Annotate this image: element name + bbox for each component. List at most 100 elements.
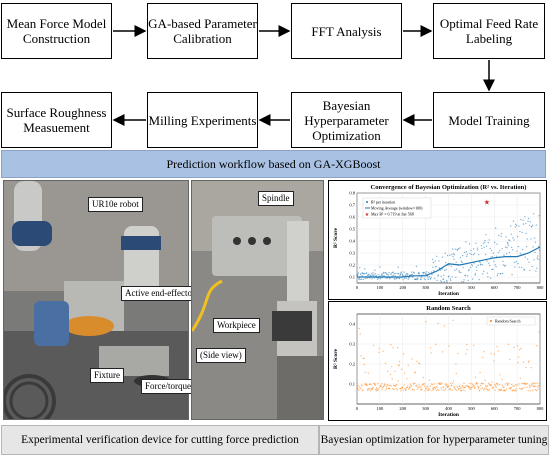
data-point <box>407 385 409 387</box>
data-point <box>491 381 493 383</box>
data-point <box>492 387 494 389</box>
data-point <box>530 385 532 387</box>
data-point <box>473 386 476 388</box>
data-point <box>464 386 467 388</box>
data-point <box>501 384 504 387</box>
data-point <box>528 384 531 386</box>
data-point <box>407 273 409 275</box>
data-point <box>376 278 379 280</box>
y-tick-label: 0.2 <box>349 362 355 367</box>
data-point <box>408 388 410 390</box>
data-point <box>471 265 473 267</box>
data-point <box>517 356 520 358</box>
data-point <box>372 275 375 277</box>
data-point <box>451 248 454 250</box>
data-point <box>531 224 534 226</box>
data-point <box>497 350 500 352</box>
data-point <box>464 390 466 392</box>
data-point <box>382 350 384 352</box>
data-point <box>379 386 381 389</box>
data-point <box>516 345 519 347</box>
data-point <box>514 266 516 268</box>
data-point <box>440 389 443 391</box>
data-point <box>369 387 371 390</box>
data-point <box>513 261 516 264</box>
legend-box <box>362 197 432 219</box>
label-side-view: (Side view) <box>196 348 246 363</box>
data-point <box>483 270 485 273</box>
data-point <box>485 245 488 247</box>
data-point <box>374 273 376 275</box>
data-point <box>507 343 510 346</box>
data-point <box>472 254 474 256</box>
data-point <box>522 382 524 385</box>
data-point <box>364 268 366 270</box>
x-tick-label: 400 <box>445 285 453 290</box>
data-point <box>529 386 531 389</box>
data-point <box>434 260 436 262</box>
x-axis-label: Iteration <box>438 412 459 418</box>
data-point <box>468 388 471 390</box>
data-point <box>453 385 455 388</box>
data-point <box>394 275 397 277</box>
data-point <box>418 363 421 365</box>
chart-title: Random Search <box>426 305 471 312</box>
data-point <box>420 385 422 388</box>
x-axis-label: Iteration <box>438 291 459 297</box>
data-point <box>392 274 395 276</box>
data-point <box>366 384 368 386</box>
data-point <box>431 383 434 386</box>
data-point <box>443 281 446 283</box>
data-point <box>456 385 458 388</box>
data-point <box>387 384 389 387</box>
data-point <box>394 370 396 373</box>
data-point <box>377 273 379 276</box>
step-bayesian-hpo: Bayesian Hyperparameter Optimization <box>291 92 402 148</box>
data-point <box>423 383 425 385</box>
data-point <box>494 385 497 387</box>
data-point <box>472 383 474 386</box>
data-point <box>396 389 398 391</box>
data-point <box>496 243 498 245</box>
data-point <box>423 273 425 275</box>
data-point <box>461 281 463 283</box>
data-point <box>359 267 361 269</box>
data-point <box>518 383 520 385</box>
data-point <box>479 384 482 387</box>
workflow-banner: Prediction workflow based on GA-XGBoost <box>1 150 546 178</box>
label-workpiece: Workpiece <box>213 318 260 333</box>
x-tick-label: 600 <box>491 285 499 290</box>
data-point <box>395 387 398 390</box>
data-point <box>513 346 515 349</box>
data-point <box>500 232 503 235</box>
data-point <box>389 384 391 387</box>
data-point <box>485 387 487 389</box>
data-point <box>493 353 495 355</box>
label-fixture: Fixture <box>90 368 124 383</box>
data-point <box>483 389 485 391</box>
data-point <box>455 362 457 365</box>
moving-average-line <box>357 246 541 278</box>
data-point <box>425 271 428 273</box>
data-point <box>406 378 408 380</box>
data-point <box>475 266 478 268</box>
data-point <box>402 389 404 391</box>
data-point <box>490 384 493 386</box>
data-point <box>453 258 455 260</box>
x-tick-label: 700 <box>514 285 522 290</box>
data-point <box>445 279 448 282</box>
data-point <box>506 382 508 384</box>
data-point <box>463 251 466 254</box>
data-point <box>357 385 360 387</box>
data-point <box>479 261 481 264</box>
label-spindle: Spindle <box>258 191 294 206</box>
data-point <box>411 271 413 273</box>
data-point <box>430 271 433 273</box>
data-point <box>356 386 359 389</box>
data-point <box>441 256 444 258</box>
data-point <box>402 278 404 281</box>
data-point <box>372 271 374 274</box>
data-point <box>470 253 473 256</box>
data-point <box>459 257 462 259</box>
data-point <box>508 382 510 385</box>
